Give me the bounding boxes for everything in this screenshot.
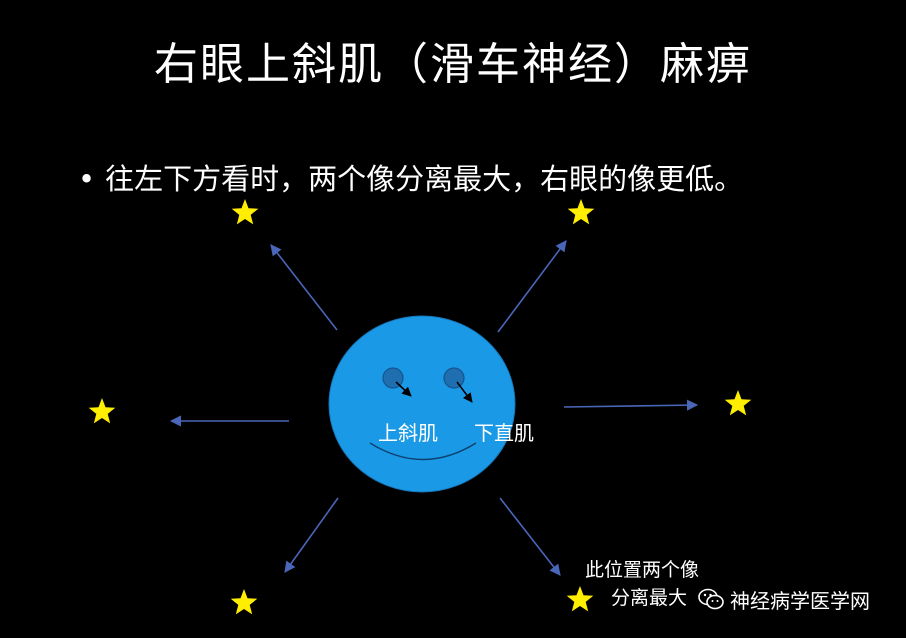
right-eye <box>443 367 465 389</box>
note-line-2: 分离最大 <box>611 587 688 609</box>
gaze-arrow-up-right <box>497 240 567 333</box>
gaze-arrow-down-left <box>284 497 339 573</box>
wechat-icon <box>698 588 724 610</box>
star-icon <box>230 589 258 615</box>
right-eye-arrow <box>456 381 473 403</box>
face-circle <box>328 315 516 493</box>
gaze-arrow-down-right <box>499 497 561 576</box>
max-separation-note: 此位置两个像 分离最大 <box>585 556 699 612</box>
star-icon <box>88 398 116 424</box>
watermark-text: 神经病学医学网 <box>730 588 870 613</box>
inferior-rectus-label: 下直肌 <box>474 421 534 445</box>
mouth <box>369 442 477 461</box>
slide-title: 右眼上斜肌（滑车神经）麻痹 <box>154 39 752 90</box>
watermark: 神经病学医学网 <box>692 583 876 615</box>
gaze-arrow-up-left <box>270 244 338 331</box>
superior-oblique-label: 上斜肌 <box>378 421 438 445</box>
gaze-arrow-right <box>563 399 699 411</box>
star-icon <box>567 199 595 225</box>
star-icon <box>231 199 259 225</box>
star-icon <box>566 586 594 612</box>
note-line-1: 此位置两个像 <box>585 559 700 581</box>
bullet-marker: • <box>78 162 96 196</box>
bullet-point: • 往左下方看时，两个像分离最大，右眼的像更低。 <box>78 156 743 198</box>
star-icon <box>724 390 752 416</box>
left-eye-arrow <box>395 381 412 397</box>
bullet-text: 往左下方看时，两个像分离最大，右眼的像更低。 <box>105 162 744 196</box>
